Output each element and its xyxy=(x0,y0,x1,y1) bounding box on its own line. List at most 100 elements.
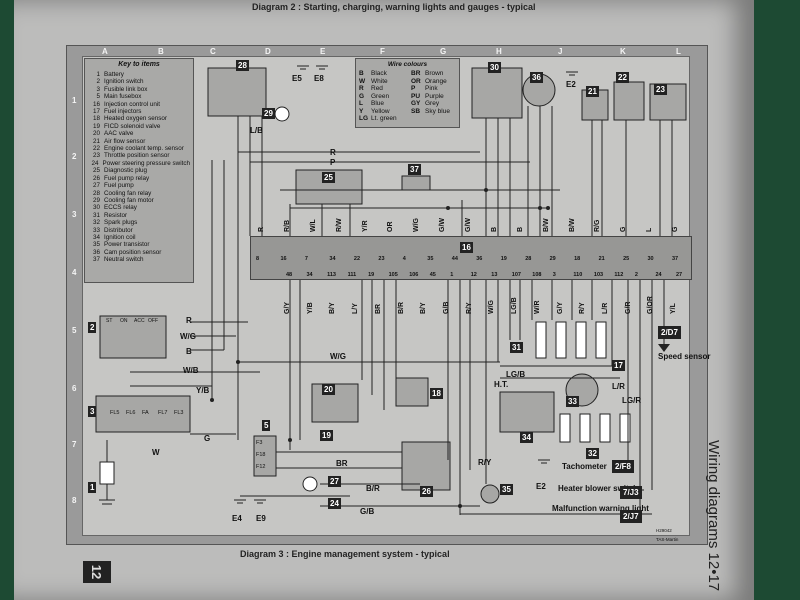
spark-plug-1 xyxy=(559,413,571,443)
earth-e4-label: E4 xyxy=(232,514,242,523)
component-21-label: 21 xyxy=(586,86,599,97)
component-17-label: 17 xyxy=(612,360,625,371)
key-item-number: 35 xyxy=(92,241,100,249)
grid-col-d: D xyxy=(265,47,271,56)
component-31-label: 31 xyxy=(510,342,523,353)
grid-col-k: K xyxy=(620,47,626,56)
spark-plug-4 xyxy=(619,413,631,443)
wire-label-wb: W/B xyxy=(183,366,199,375)
ecu-top-pin: 4 xyxy=(402,256,406,262)
wire-code: LG xyxy=(359,115,369,122)
wire-code: OR xyxy=(411,77,421,85)
neutral-switch-box xyxy=(401,175,431,191)
wire-label-lgr: LG/R xyxy=(622,396,642,405)
speed-sensor-ref: 2/D7 xyxy=(658,326,681,339)
wire-colour-name: Black xyxy=(371,70,387,77)
key-item-number: 5 xyxy=(96,93,100,101)
earth-e9-label: E9 xyxy=(256,514,266,523)
component-33-label: 33 xyxy=(566,396,579,407)
ignition-switch-box xyxy=(99,315,167,359)
wire-code: PU xyxy=(411,92,421,100)
component-24-label: 24 xyxy=(328,498,341,509)
component-1-label: 1 xyxy=(88,482,97,493)
ecu-bottom-wire-label: LG/B xyxy=(511,297,519,314)
fusible-link-box-shape xyxy=(95,395,191,433)
wire-code: SB xyxy=(411,107,421,115)
key-item-label: Ignition coil xyxy=(104,233,136,241)
ecu-top-wire-label: Y/R xyxy=(361,220,369,232)
ecu-bottom-pin: 108 xyxy=(532,272,542,278)
ecu-bottom-wire-label: G/Y xyxy=(556,301,564,314)
ecu-top-wire-label: G xyxy=(620,226,628,232)
component-18-label: 18 xyxy=(430,388,443,399)
wire-code: B xyxy=(359,70,364,77)
ecu-top-pin: 35 xyxy=(427,256,434,262)
key-item-number: 30 xyxy=(92,204,100,212)
grid-col-f: F xyxy=(380,47,385,56)
wire-colour-name: White xyxy=(371,77,388,85)
ecu-bottom-wire-label: B/R xyxy=(397,301,405,314)
key-item-number: 1 xyxy=(96,71,100,78)
main-fusebox-shape xyxy=(253,435,277,477)
eccs-relay-box xyxy=(471,67,523,119)
ecu-bottom-wire-label: B/Y xyxy=(329,302,337,314)
component-27-label: 27 xyxy=(328,476,341,487)
key-item-label: Spark plugs xyxy=(104,219,138,227)
grid-col-c: C xyxy=(210,47,216,56)
malfunction-light-label: Malfunction warning light xyxy=(552,504,649,513)
wire-code: P xyxy=(411,85,416,92)
wire-colour-name: Yellow xyxy=(371,107,390,115)
ecu-top-wire-label: G xyxy=(672,226,679,232)
coolant-temp-sensor-box xyxy=(613,81,645,121)
ecu-top-wire-label: W/G xyxy=(413,218,421,232)
key-item: 20 AAC valve xyxy=(88,130,190,137)
component-22-label: 22 xyxy=(616,72,629,83)
ecu-top-wire-label: B xyxy=(490,226,498,232)
key-item-label: Power transistor xyxy=(104,241,150,249)
key-item-label: FICD solenoid valve xyxy=(104,122,161,130)
ecu-top-wire-label: R/B xyxy=(283,219,291,232)
ignition-position-label: ST xyxy=(106,318,113,324)
wire-code: W xyxy=(359,77,366,85)
wire-label-wg-mid: W/G xyxy=(330,352,346,361)
fusible-link-label: FL6 xyxy=(126,410,136,416)
wire-label-g: G xyxy=(204,434,211,443)
grid-row-5: 5 xyxy=(72,326,77,335)
wire-label-wg: W/G xyxy=(180,332,196,341)
component-19-label: 19 xyxy=(320,430,333,441)
wire-label-lgb: LG/B xyxy=(506,370,526,379)
wire-label-w: W xyxy=(152,448,160,457)
grid-row-4: 4 xyxy=(72,268,77,277)
key-item-number: 24 xyxy=(91,159,99,167)
grid-row-1: 1 xyxy=(72,96,77,105)
ecu-top-wire-label: W/L xyxy=(309,219,317,232)
key-item-number: 19 xyxy=(92,122,100,130)
ecu-bottom-pin: 34 xyxy=(306,272,313,278)
key-item-label: Battery xyxy=(104,71,124,78)
key-item: 35 Power transistor xyxy=(88,241,190,248)
key-item-number: 20 xyxy=(92,130,100,138)
wire-label-yb: Y/B xyxy=(196,386,210,395)
injector-4 xyxy=(595,321,607,359)
key-item-label: AAC valve xyxy=(104,130,134,138)
ignition-position-label: ACC xyxy=(134,318,145,324)
key-item-label: Fuel injectors xyxy=(104,108,142,116)
fuse-label: F12 xyxy=(256,464,266,470)
wire-label-gb: G/B xyxy=(360,507,375,516)
ecu-bottom-pin: 112 xyxy=(614,272,624,278)
component-37-label: 37 xyxy=(408,164,421,175)
wire-code: L xyxy=(359,100,363,107)
grid-row-7: 7 xyxy=(72,440,77,449)
component-23-label: 23 xyxy=(654,84,667,95)
wire-colour-name: Pink xyxy=(425,85,438,92)
component-20-label: 20 xyxy=(322,384,335,395)
ecu-top-wire-label: B/W xyxy=(542,218,550,232)
